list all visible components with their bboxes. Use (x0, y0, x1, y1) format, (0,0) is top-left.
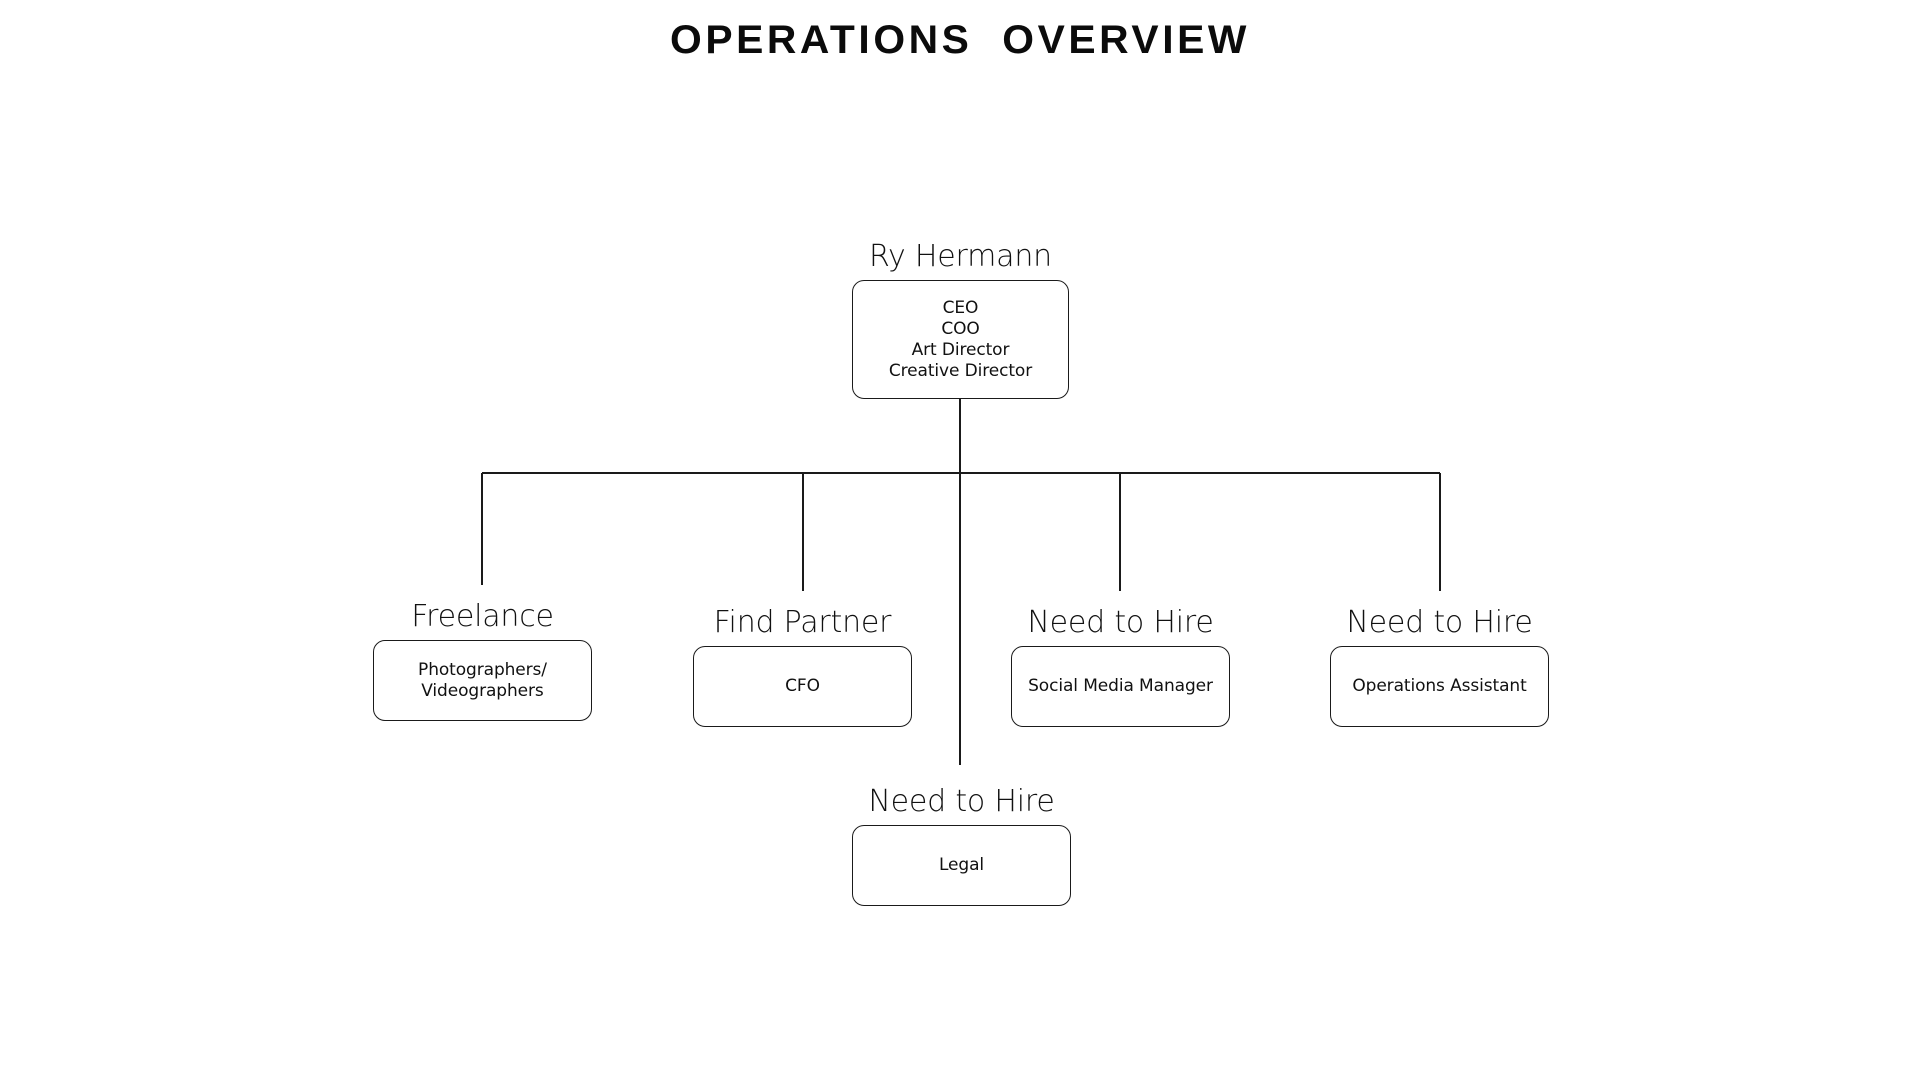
node-partner-roles: CFO (785, 676, 820, 696)
node-social-label: Need to Hire (1027, 605, 1214, 640)
page-title: OPERATIONS OVERVIEW (670, 18, 1250, 62)
node-freelance[interactable]: Freelance Photographers/ Videographers (373, 600, 592, 721)
node-legal-label: Need to Hire (868, 784, 1055, 819)
node-operations[interactable]: Need to Hire Operations Assistant (1330, 606, 1549, 727)
node-partner-label: Find Partner (713, 605, 892, 640)
node-social[interactable]: Need to Hire Social Media Manager (1011, 606, 1230, 727)
node-social-roles: Social Media Manager (1028, 676, 1213, 696)
node-freelance-label: Freelance (411, 599, 554, 634)
node-partner[interactable]: Find Partner CFO (693, 606, 912, 727)
node-social-box[interactable]: Social Media Manager (1011, 646, 1230, 727)
node-operations-label: Need to Hire (1346, 605, 1533, 640)
node-operations-box[interactable]: Operations Assistant (1330, 646, 1549, 727)
node-partner-box[interactable]: CFO (693, 646, 912, 727)
node-root-label: Ry Hermann (869, 239, 1052, 274)
node-legal-roles: Legal (938, 855, 985, 875)
node-root[interactable]: Ry Hermann CEO COO Art Director Creative… (852, 240, 1069, 399)
node-operations-roles: Operations Assistant (1352, 676, 1527, 696)
node-root-box[interactable]: CEO COO Art Director Creative Director (852, 280, 1069, 399)
node-root-roles: CEO COO Art Director Creative Director (888, 297, 1033, 381)
node-legal[interactable]: Need to Hire Legal (852, 785, 1071, 906)
node-freelance-box[interactable]: Photographers/ Videographers (373, 640, 592, 721)
node-freelance-roles: Photographers/ Videographers (418, 659, 547, 701)
node-legal-box[interactable]: Legal (852, 825, 1071, 906)
